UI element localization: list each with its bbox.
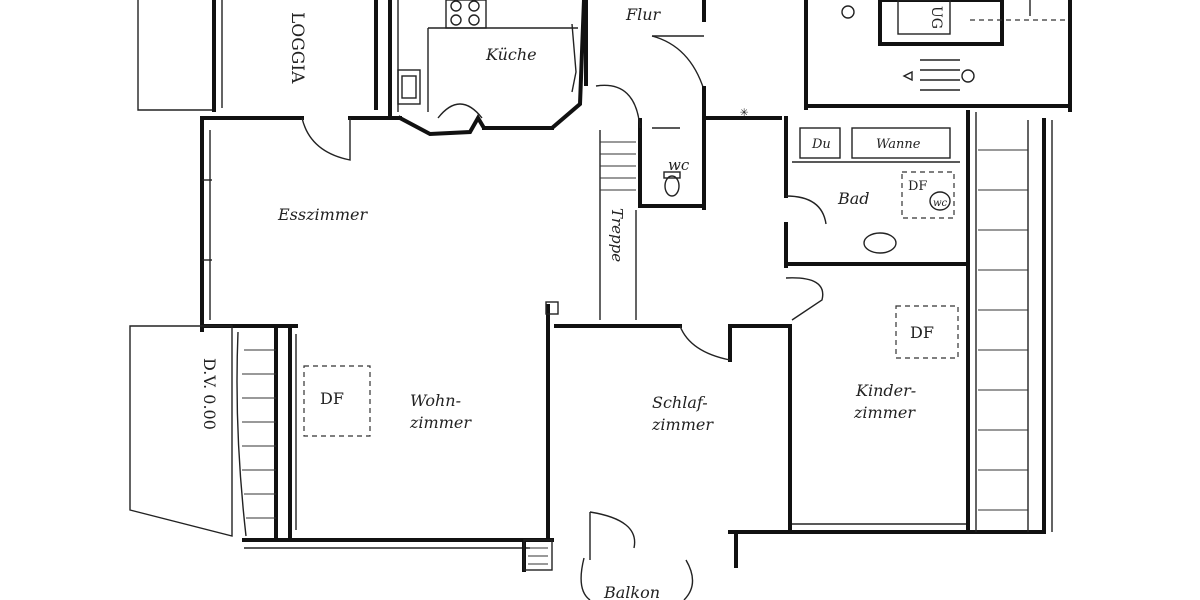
elevation-note: D.V. 0.00 (200, 358, 219, 430)
kitchen-label: Küche (485, 45, 537, 64)
bath-wc-label: wc (933, 198, 948, 209)
svg-text:✳: ✳ (740, 104, 749, 120)
living-label-line2: zimmer (409, 413, 472, 432)
stairs-label: Treppe (608, 208, 626, 262)
ug-label: UG (928, 6, 944, 29)
kids-label-line2: zimmer (853, 403, 916, 422)
bedroom-label-line1: Schlaf- (652, 393, 708, 412)
tub-label: Wanne (876, 137, 921, 152)
bathroom-area (784, 116, 970, 321)
living-label-line1: Wohn- (410, 391, 461, 410)
terrace-right (978, 118, 1053, 534)
kids-label-line1: Kinder- (855, 381, 916, 400)
dining-door (301, 117, 351, 161)
dining-label: Esszimmer (277, 205, 368, 224)
bath-df-label: DF (908, 179, 927, 194)
kitchen-area (388, 0, 588, 137)
shower-label: Du (811, 137, 831, 152)
loggia-area (137, 0, 378, 112)
hall-label: Flur (625, 5, 662, 24)
living-df-label: DF (320, 389, 344, 408)
staircase (599, 130, 637, 320)
balcony-label: Balkon (603, 583, 660, 600)
hall-area: ✳ (595, 0, 782, 210)
kids-df-box (895, 305, 959, 359)
kids-df-label: DF (910, 323, 934, 342)
stair-core (804, 0, 1072, 112)
living-df-box (303, 365, 371, 437)
bath-label: Bad (837, 189, 870, 208)
loggia-label: LOGGIA (287, 12, 307, 84)
wc-label: wc (668, 156, 690, 174)
interior-walls (522, 301, 792, 600)
bedroom-label-line2: zimmer (651, 415, 714, 434)
terrace-left (129, 325, 278, 538)
